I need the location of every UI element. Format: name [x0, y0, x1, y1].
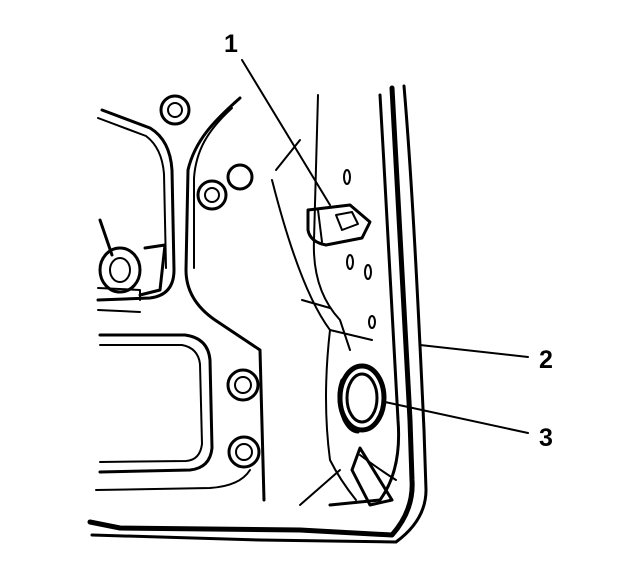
door-outer-edge	[87, 84, 428, 544]
inner-panel-contour	[96, 94, 373, 502]
corner-gusset	[299, 329, 397, 507]
callout-2-label: 2	[539, 346, 553, 374]
item-3-grommet	[337, 363, 387, 434]
leader-lines	[241, 59, 529, 434]
window-regulator-mechanism	[97, 218, 167, 313]
callout-3-label: 3	[539, 424, 553, 452]
item-1-clip	[306, 203, 372, 247]
callout-1-label: 1	[224, 30, 238, 58]
fasteners	[159, 94, 376, 469]
lower-cutout	[95, 333, 251, 491]
